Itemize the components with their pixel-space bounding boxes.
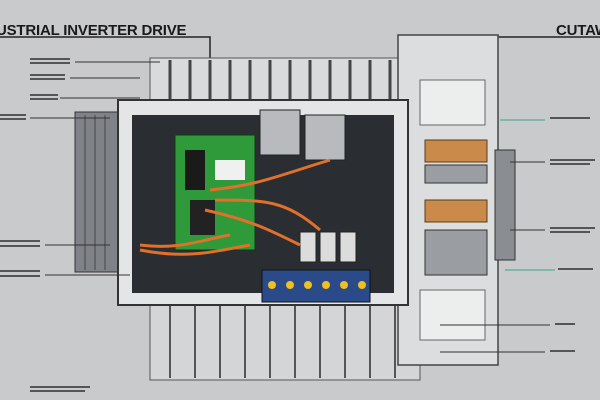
pcb-board (174, 134, 256, 251)
capacitors (299, 231, 357, 263)
title-right: CUTAW (556, 22, 600, 39)
cables (139, 158, 331, 256)
terminal-block-grey (424, 164, 488, 276)
title-left: USTRIAL INVERTER DRIVE (0, 22, 187, 39)
callout-lines (30, 61, 555, 353)
title-leader-lines (0, 36, 600, 58)
power-modules (259, 109, 346, 161)
relay-blocks (261, 269, 371, 303)
terminal-block-orange (424, 139, 488, 223)
right-terminal-module (397, 34, 516, 366)
callout-label-placeholders (0, 58, 595, 392)
bottom-heatsink (149, 299, 421, 381)
top-heatsink (149, 57, 401, 104)
